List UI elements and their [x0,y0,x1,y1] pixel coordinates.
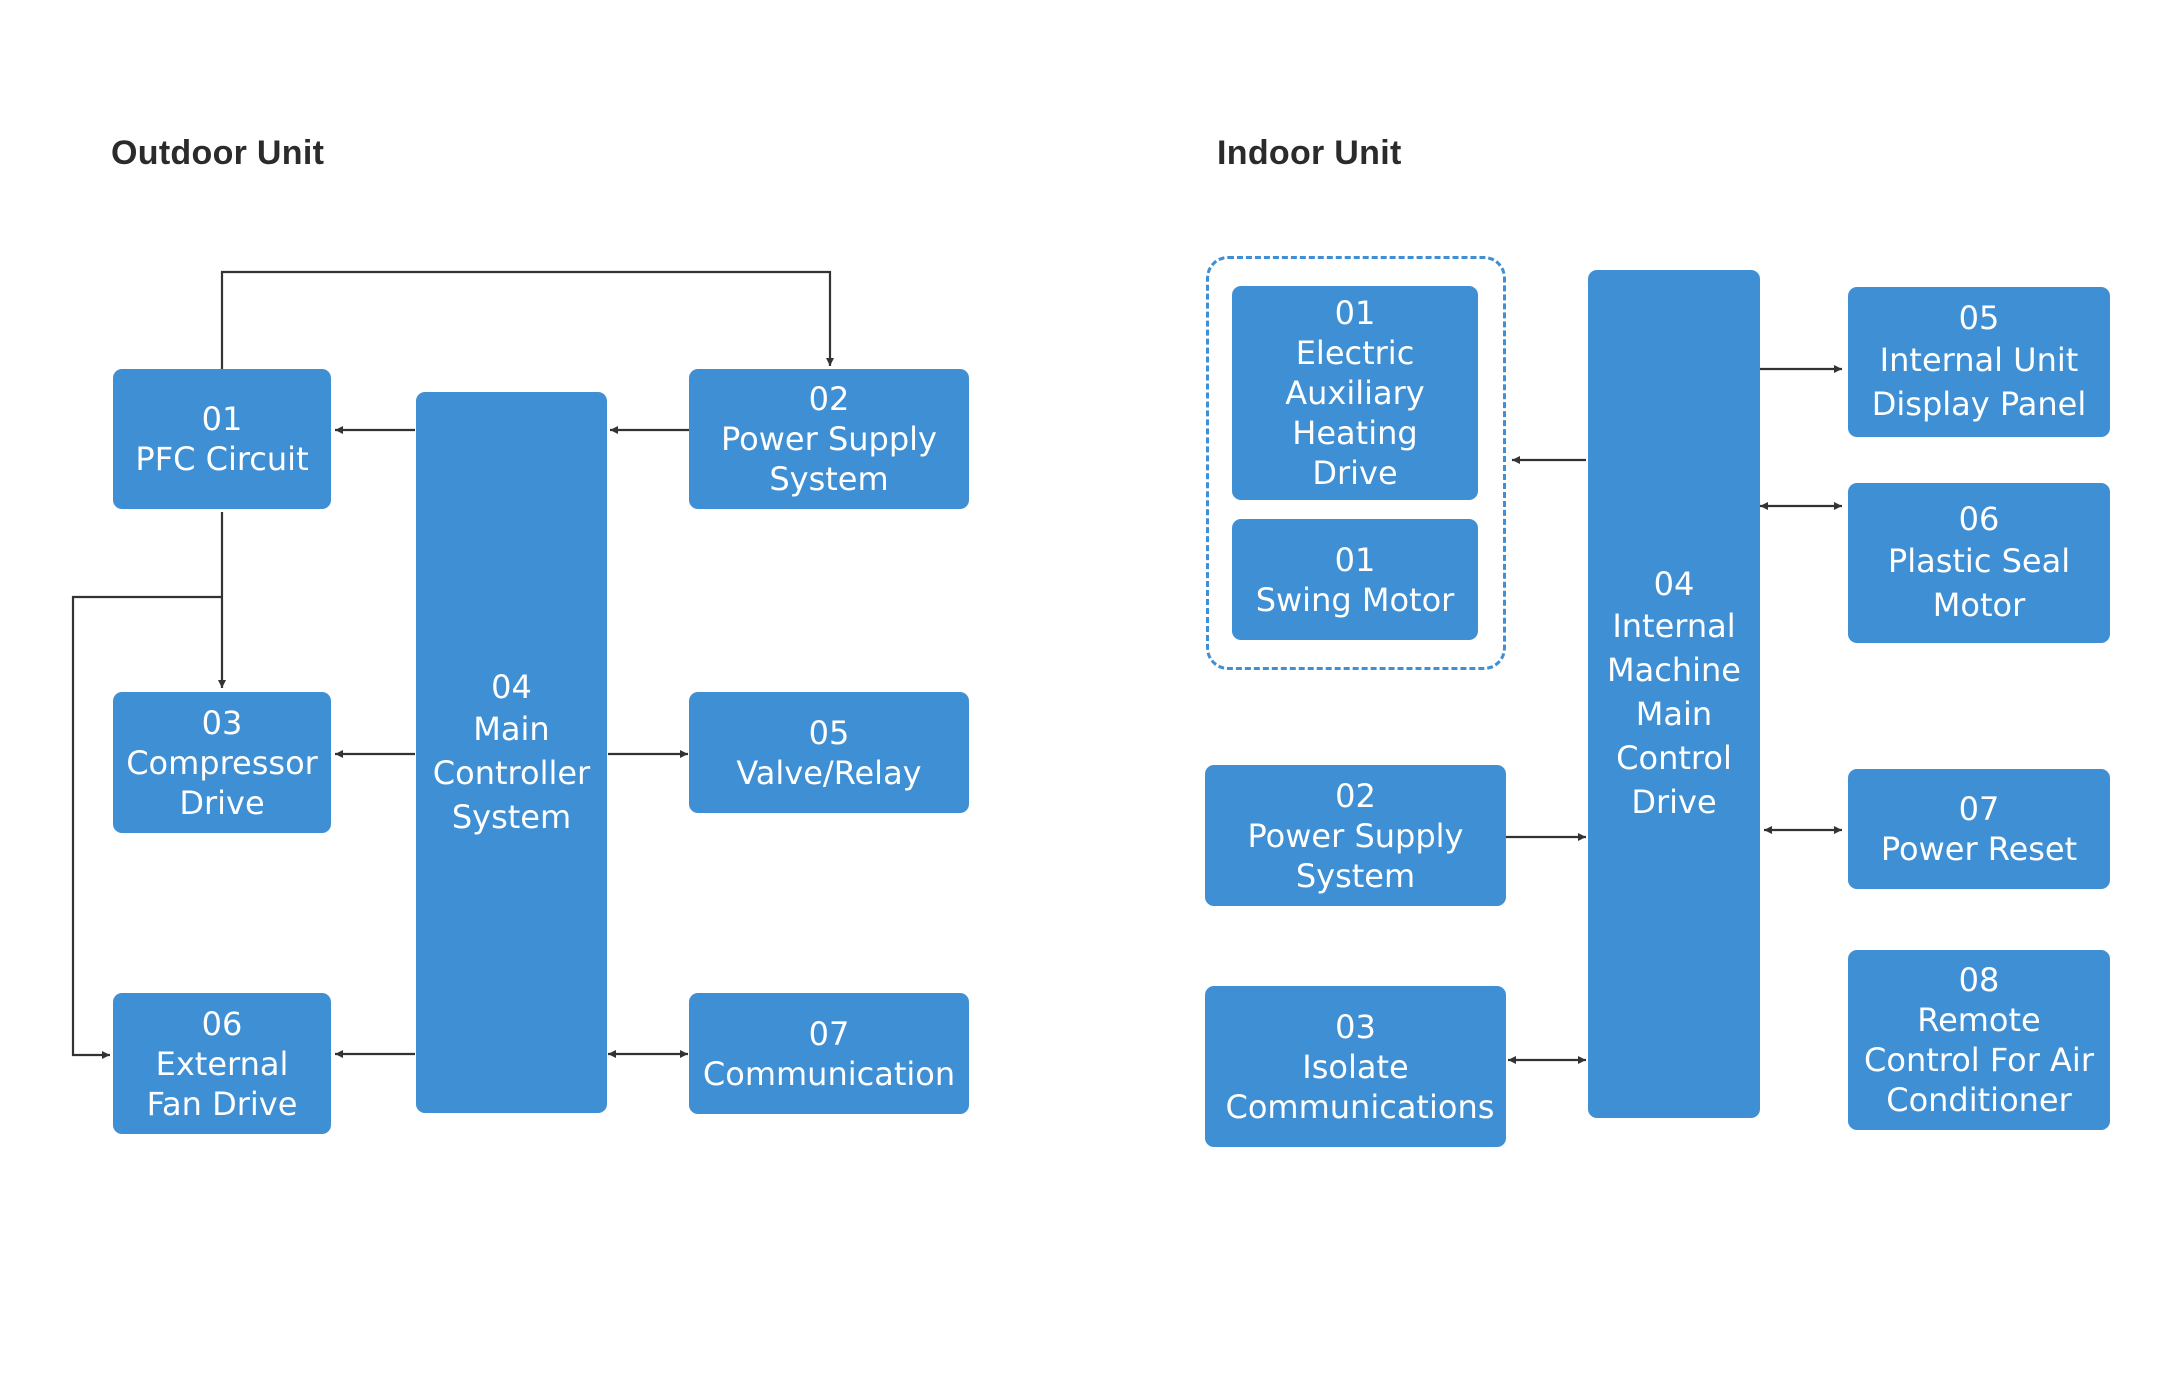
block-number: 01 [1334,540,1376,579]
indoor-block-power-supply: 02 Power Supply System [1205,765,1506,906]
block-number: 03 [1335,1007,1376,1046]
indoor-block-power-reset: 07 Power Reset [1848,769,2110,889]
block-label: Internal Unit Display Panel [1871,341,2087,423]
block-label: Internal Machine Main Control Drive [1607,607,1741,821]
outdoor-block-pfc-circuit: 01 PFC Circuit [113,369,331,509]
block-number: 01 [1334,294,1376,332]
outdoor-block-compressor-drive: 03 Compressor Drive [113,692,331,833]
block-label: Isolate Communications [1225,1047,1495,1126]
indoor-block-display-panel: 05 Internal Unit Display Panel [1848,287,2110,437]
outdoor-block-external-fan-drive: 06 External Fan Drive [113,993,331,1134]
block-label: Communication [702,1054,956,1093]
block-label: PFC Circuit [135,440,309,478]
block-number: 06 [1958,500,2000,538]
indoor-block-plastic-seal-motor: 06 Plastic Seal Motor [1848,483,2110,643]
indoor-block-remote-control: 08 Remote Control For Air Conditioner [1848,950,2110,1130]
outdoor-block-valve-relay: 05 Valve/Relay [689,692,969,813]
block-number: 02 [1335,776,1376,815]
indoor-block-internal-machine-main-control: 04 Internal Machine Main Control Drive [1588,270,1760,1118]
outdoor-block-main-controller: 04 Main Controller System [416,392,607,1113]
block-label: Power Supply System [1247,816,1464,895]
block-number: 05 [1958,299,2000,337]
outdoor-block-power-supply: 02 Power Supply System [689,369,969,509]
block-number: 08 [1958,961,2000,999]
indoor-heating-group-outline [1206,256,1506,670]
block-number: 04 [1653,565,1695,603]
block-number: 06 [201,1004,243,1043]
wire-pfc-to-power [220,270,834,370]
block-label: Remote Control For Air Conditioner [1864,1001,2094,1119]
block-number: 03 [201,703,243,742]
block-label: Power Reset [1880,830,2078,868]
block-label: External Fan Drive [146,1044,298,1123]
wire-pfc-to-fan [71,595,222,1059]
block-number: 07 [1958,790,2000,828]
indoor-block-swing-motor: 01 Swing Motor [1232,519,1478,640]
block-number: 01 [201,400,243,438]
block-number: 04 [491,667,532,706]
block-label: Valve/Relay [736,753,922,792]
outdoor-block-communication: 07 Communication [689,993,969,1114]
block-number: 02 [808,380,850,418]
block-label: Plastic Seal Motor [1887,542,2071,624]
block-label: Electric Auxiliary Heating Drive [1285,334,1425,492]
block-label: Main Controller System [432,709,591,836]
block-label: Compressor Drive [126,743,318,822]
block-label: Swing Motor [1255,580,1455,619]
block-number: 07 [808,1014,850,1053]
block-label: Power Supply System [721,420,937,498]
block-number: 05 [808,713,850,752]
outdoor-unit-title: Outdoor Unit [111,134,325,172]
indoor-unit-title: Indoor Unit [1217,134,1402,172]
indoor-block-electric-auxiliary-heating: 01 Electric Auxiliary Heating Drive [1232,286,1478,500]
indoor-block-isolate-communications: 03 Isolate Communications [1205,986,1506,1147]
